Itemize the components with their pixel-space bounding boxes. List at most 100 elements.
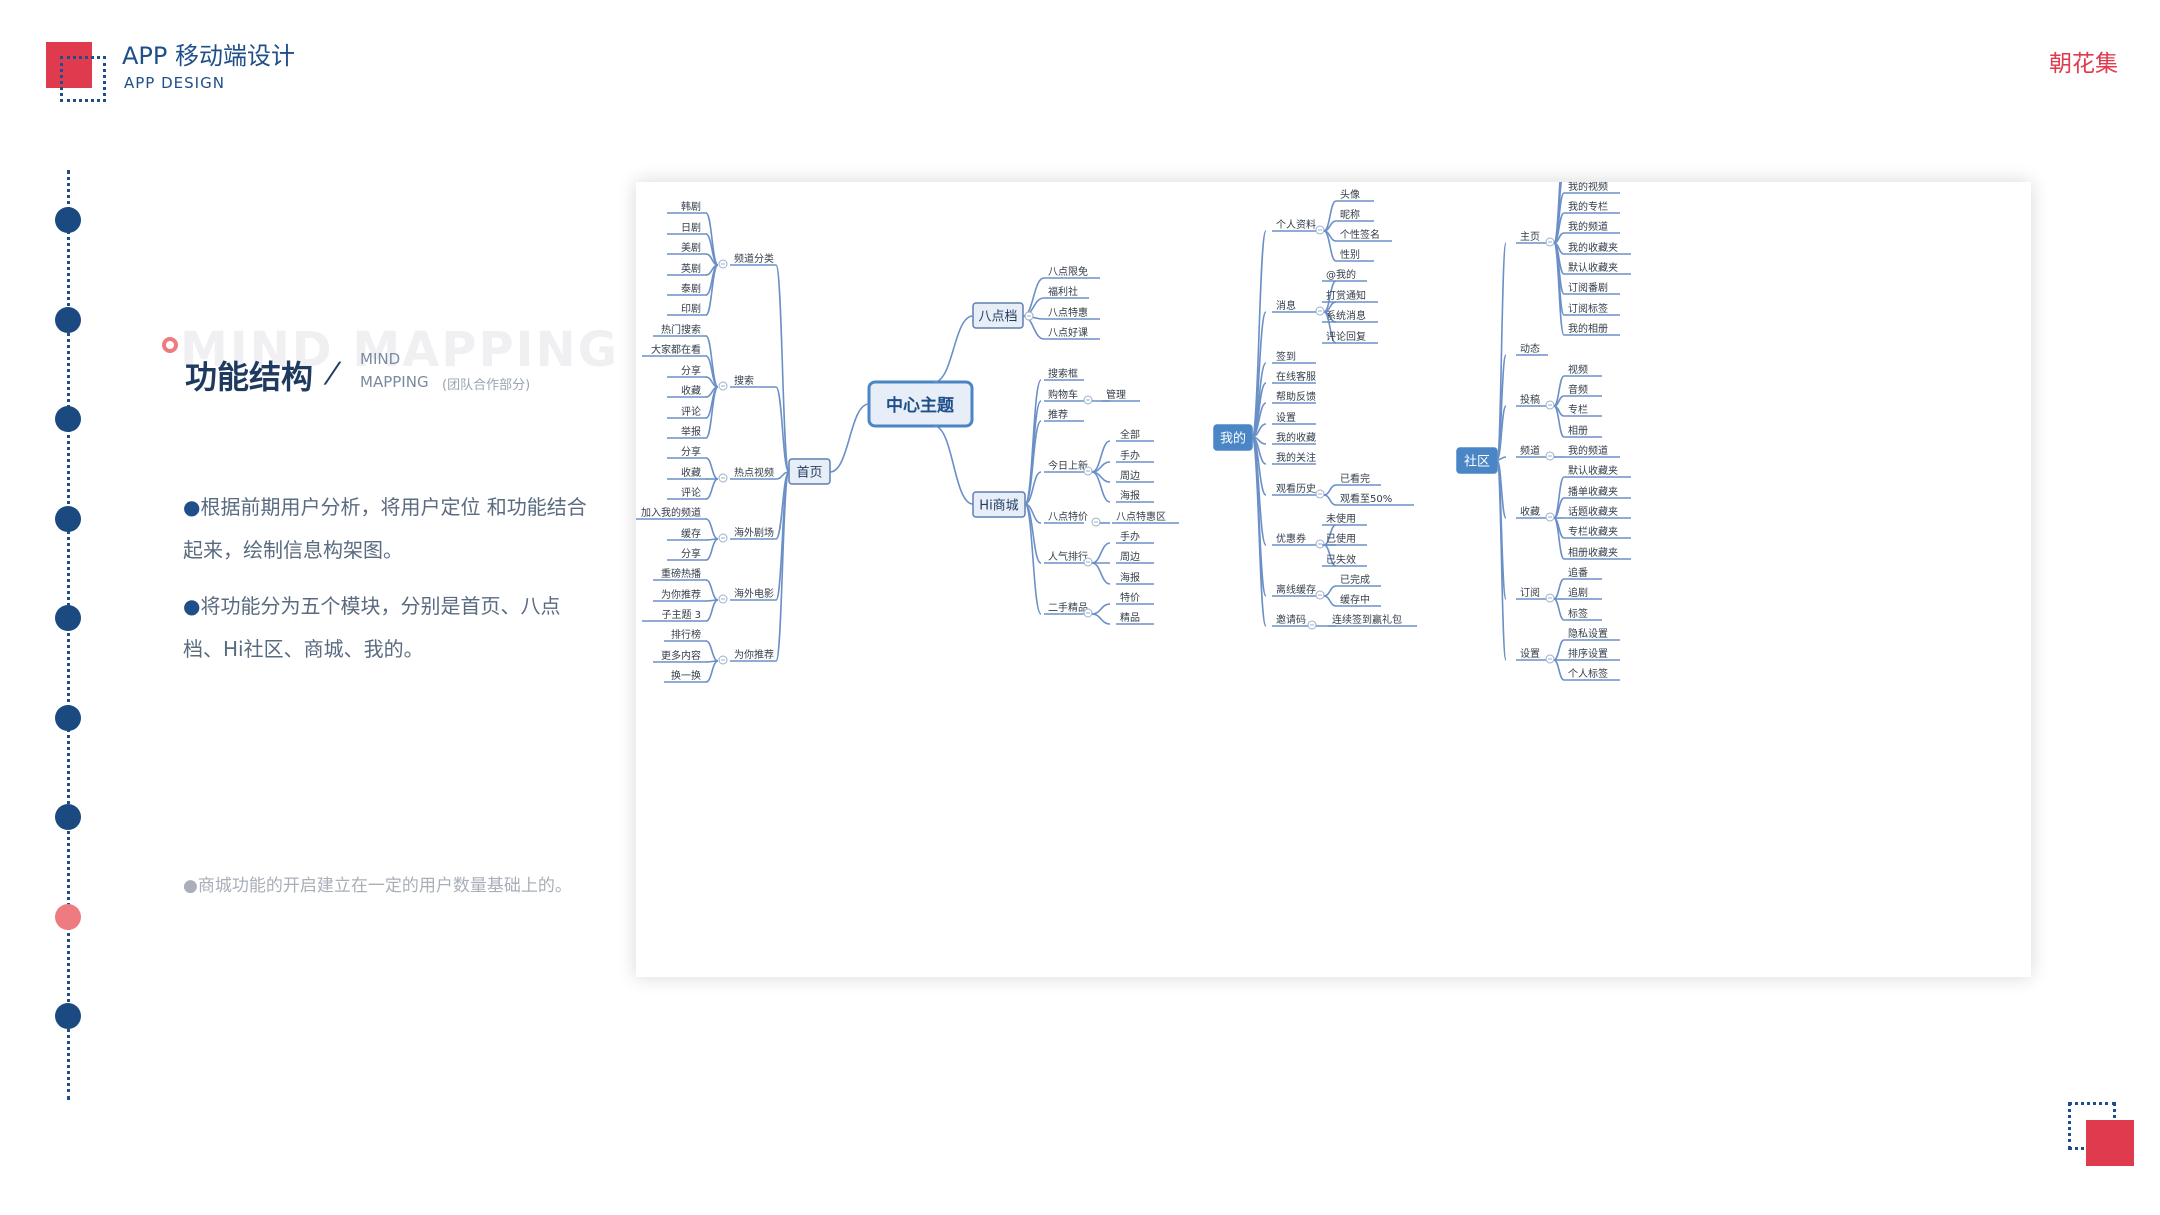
mind-map-leaf: 为你推荐: [661, 588, 701, 601]
connector-line: [1553, 476, 1565, 519]
connector-line: [705, 599, 719, 622]
corner-red-square: [2086, 1120, 2134, 1166]
mine-group-label: 观看历史: [1276, 482, 1316, 495]
mind-map-leaf: 韩剧: [681, 200, 701, 213]
mind-map-leaf: 专栏收藏夹: [1568, 525, 1618, 538]
connector-line: [1323, 230, 1337, 262]
community-group-label: 收藏: [1520, 505, 1540, 518]
mind-map-leaf: 缓存中: [1340, 593, 1370, 606]
mind-map-leaf: 系统消息: [1326, 309, 1366, 322]
center-topic-label: 中心主题: [886, 395, 955, 416]
connector-line: [705, 478, 719, 500]
branch-badian-label: 八点档: [978, 310, 1017, 325]
mine-group-label: 签到: [1276, 350, 1296, 363]
author-name: 朝花集: [2049, 51, 2118, 77]
timeline-dot[interactable]: [55, 505, 81, 532]
connector-line: [1323, 585, 1337, 597]
mine-group-label: 优惠券: [1276, 532, 1306, 545]
mind-map-leaf: 周边: [1120, 551, 1140, 563]
connector-line: [1553, 517, 1565, 560]
mind-map-leaf: 播单收藏夹: [1568, 485, 1618, 498]
connector-line: [1323, 484, 1337, 496]
branch-community-label: 社区: [1464, 454, 1490, 470]
connector-line: [1091, 613, 1111, 625]
connector-line: [1553, 659, 1565, 681]
mind-map-leaf: 手办: [1120, 530, 1140, 543]
mine-group-label: 消息: [1276, 299, 1296, 312]
connector-line: [933, 425, 974, 505]
timeline-dot[interactable]: [55, 704, 81, 731]
mind-map-leaf: 排序设置: [1568, 647, 1608, 660]
connector-line: [1091, 542, 1111, 564]
mind-map-leaf: 个性签名: [1340, 228, 1380, 241]
timeline-dot[interactable]: [55, 903, 81, 930]
mind-map-leaf: 追番: [1568, 566, 1588, 579]
timeline-dot[interactable]: [55, 804, 81, 830]
mind-map-leaf: 视频: [1568, 363, 1588, 376]
mind-map-leaf: 专栏: [1568, 403, 1588, 416]
mind-map-leaf: 我的专栏: [1568, 200, 1608, 213]
mind-map-leaf: 评论: [681, 405, 701, 418]
timeline-dot[interactable]: [55, 306, 81, 333]
mind-map-leaf: 全部: [1120, 428, 1140, 441]
home-group-label: 频道分类: [734, 252, 774, 265]
connector-line: [829, 403, 870, 473]
connector-line: [1091, 603, 1111, 615]
connector-line: [705, 335, 719, 388]
mind-map-leaf: 打赏通知: [1326, 289, 1366, 302]
section-en-note: (团队合作部分): [442, 378, 531, 393]
connector-line: [705, 640, 719, 662]
branch-mine-label: 我的: [1220, 431, 1246, 447]
mind-map-leaf: 我的相册: [1568, 322, 1608, 335]
connector-line: [1553, 242, 1565, 336]
connector-line: [705, 457, 719, 480]
timeline-dot[interactable]: [55, 406, 81, 432]
home-group-label: 海外电影: [734, 587, 774, 600]
mind-map-leaf: 大家都在看: [651, 343, 701, 356]
connector-line: [1553, 578, 1565, 600]
mine-group-label: 邀请码: [1276, 613, 1306, 626]
connector-line: [775, 471, 790, 662]
mall-group-label: 推荐: [1048, 408, 1068, 421]
timeline-dot[interactable]: [55, 605, 81, 631]
mind-map-leaf: 精品: [1120, 611, 1140, 624]
mind-map-leaf: 福利社: [1048, 285, 1078, 298]
bullet-item: ●将功能分为五个模块，分别是首页、八点档、Hi社区、商城、我的。: [183, 585, 588, 671]
mind-map-leaf: 追剧: [1568, 586, 1588, 599]
bullet-dot-icon: ●: [183, 495, 201, 519]
timeline: [55, 170, 81, 1100]
mind-map-leaf: 头像: [1340, 189, 1360, 201]
mind-map-leaf: 热门搜索: [661, 323, 701, 336]
connector-line: [1553, 639, 1565, 661]
background-watermark-text: MIND MAPPING: [180, 322, 620, 378]
mind-map-leaf: 评论: [681, 486, 701, 499]
mine-group-label: 我的收藏: [1276, 431, 1316, 444]
logo-red-square: [46, 42, 92, 88]
mind-map-leaf: 八点特惠: [1048, 306, 1088, 319]
mind-map-leaf: 相册收藏夹: [1568, 546, 1618, 559]
connector-line: [1323, 595, 1337, 607]
timeline-dot[interactable]: [55, 207, 81, 233]
mind-map-leaf: 订阅番剧: [1568, 281, 1608, 294]
mind-map-leaf: 美剧: [681, 241, 701, 254]
mind-map-leaf: 未使用: [1326, 512, 1356, 525]
mind-map-leaf: 评论回复: [1326, 330, 1366, 343]
timeline-dot[interactable]: [55, 1003, 81, 1029]
mind-map-leaf: 已使用: [1326, 532, 1356, 545]
connector-line: [1024, 503, 1042, 615]
community-group-label: 投稿: [1520, 393, 1540, 406]
mind-map-leaf: 重磅热播: [661, 567, 701, 580]
mind-map-leaf: 特价: [1120, 592, 1140, 604]
section-en-line1: MIND: [360, 350, 401, 368]
mine-group-label: 帮助反馈: [1276, 390, 1316, 403]
connector-line: [705, 579, 719, 601]
mind-map-leaf: 昵称: [1340, 208, 1360, 221]
mind-map-leaf: 管理: [1106, 388, 1126, 401]
community-group-label: 动态: [1520, 342, 1540, 355]
mind-map-leaf: 分享: [681, 364, 701, 377]
footnote-dot-icon: ●: [183, 876, 198, 896]
mind-map-leaf: 周边: [1120, 470, 1140, 482]
logo-dotted-square: [60, 56, 106, 102]
mind-map-leaf: 我的频道: [1568, 220, 1608, 233]
mind-map-leaf: 音频: [1568, 383, 1588, 396]
